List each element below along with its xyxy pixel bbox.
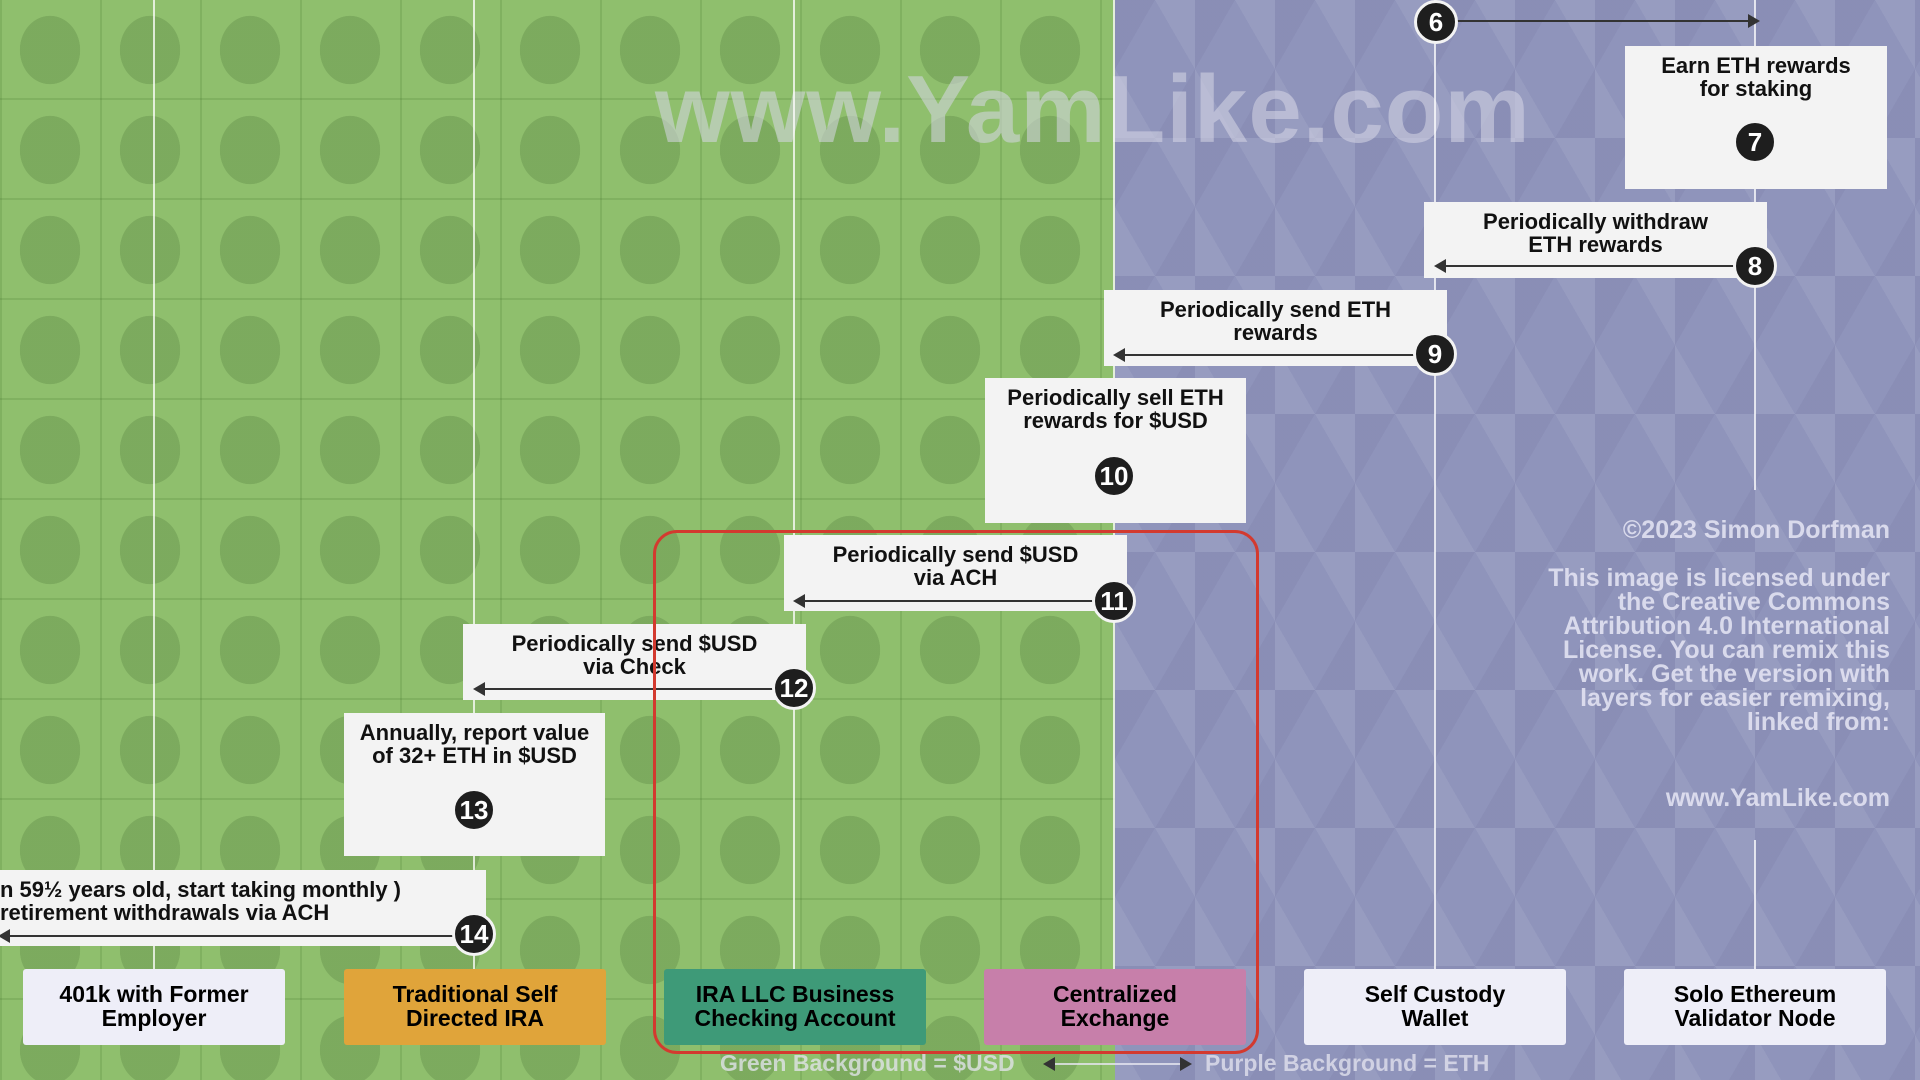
- step-14-text: n 59½ years old, start taking monthly ) …: [0, 877, 401, 925]
- step-6-arrow: [1436, 14, 1760, 28]
- step-12-badge: 12: [772, 666, 816, 710]
- actor-exchange-label: Centralized Exchange: [1053, 981, 1177, 1031]
- step-13-text: Annually, report value of 32+ ETH in $US…: [359, 720, 590, 768]
- step-12-box: Periodically send $USD via Check: [463, 624, 806, 700]
- license-text: This image is licensed under the Creativ…: [1548, 564, 1890, 736]
- step-9-arrow: [1113, 348, 1437, 362]
- copyright-text: ©2023 Simon Dorfman: [1622, 516, 1890, 544]
- actor-exchange: Centralized Exchange: [984, 969, 1246, 1045]
- step-14-arrow: [0, 929, 474, 943]
- step-7-badge: 7: [1733, 120, 1777, 164]
- actor-checking-label: IRA LLC Business Checking Account: [694, 981, 896, 1031]
- lane-line-wallet: [1434, 0, 1436, 970]
- step-9-box: Periodically send ETH rewards: [1104, 290, 1447, 366]
- actor-ira: Traditional Self Directed IRA: [344, 969, 606, 1045]
- step-11-arrow: [793, 594, 1115, 608]
- lane-line-ira: [473, 0, 475, 970]
- step-8-arrow: [1434, 259, 1756, 273]
- step-14-box: n 59½ years old, start taking monthly ) …: [0, 870, 486, 946]
- legend-arrow: [1043, 1057, 1192, 1071]
- step-10-badge: 10: [1092, 454, 1136, 498]
- step-6-badge: 6: [1414, 0, 1458, 44]
- actor-401k: 401k with Former Employer: [23, 969, 285, 1045]
- step-10-text: Periodically sell ETH rewards for $USD: [1007, 385, 1224, 433]
- step-8-text: Periodically withdraw ETH rewards: [1483, 209, 1708, 257]
- lane-line-checking: [793, 0, 795, 970]
- step-14-badge: 14: [452, 912, 496, 956]
- step-11-text: Periodically send $USD via ACH: [832, 542, 1079, 590]
- step-12-text: Periodically send $USD via Check: [511, 631, 758, 679]
- lane-line-401k: [153, 0, 155, 970]
- watermark-text: www.YamLike.com: [655, 56, 1531, 163]
- step-9-text: Periodically send ETH rewards: [1159, 297, 1392, 345]
- legend-green-text: Green Background = $USD: [720, 1050, 1015, 1076]
- credit-url-text: www.YamLike.com: [1665, 784, 1890, 812]
- actor-validator: Solo Ethereum Validator Node: [1624, 969, 1886, 1045]
- step-13-badge: 13: [452, 788, 496, 832]
- step-11-box: Periodically send $USD via ACH: [784, 535, 1127, 611]
- actor-wallet-label: Self Custody Wallet: [1364, 981, 1506, 1031]
- highlight-rectangle: [653, 530, 1259, 1054]
- step-13-box: Annually, report value of 32+ ETH in $US…: [344, 713, 605, 856]
- step-10-box: Periodically sell ETH rewards for $USD: [985, 378, 1246, 523]
- actor-validator-label: Solo Ethereum Validator Node: [1673, 981, 1837, 1031]
- legend-purple-text: Purple Background = ETH: [1205, 1050, 1490, 1076]
- step-7-box: Earn ETH rewards for staking: [1625, 46, 1887, 189]
- step-12-arrow: [473, 682, 795, 696]
- actor-checking: IRA LLC Business Checking Account: [664, 969, 926, 1045]
- step-7-text: Earn ETH rewards for staking: [1661, 53, 1851, 101]
- step-8-badge: 8: [1733, 244, 1777, 288]
- actor-wallet: Self Custody Wallet: [1304, 969, 1566, 1045]
- lane-line-validator-bottom: [1754, 840, 1756, 970]
- step-9-badge: 9: [1413, 332, 1457, 376]
- actor-ira-label: Traditional Self Directed IRA: [392, 981, 558, 1031]
- actor-401k-label: 401k with Former Employer: [59, 981, 249, 1031]
- step-11-badge: 11: [1092, 579, 1136, 623]
